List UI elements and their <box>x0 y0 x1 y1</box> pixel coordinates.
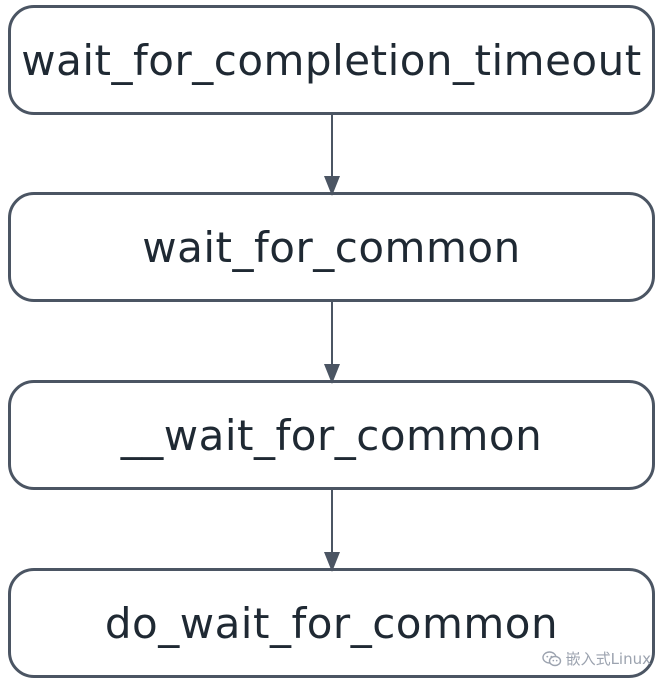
flow-node-wait-for-completion-timeout: wait_for_completion_timeout <box>8 5 655 115</box>
node-label: wait_for_common <box>142 222 521 272</box>
flow-node-do-wait-for-common: do_wait_for_common <box>8 568 655 678</box>
flow-node-wait-for-common: wait_for_common <box>8 192 655 302</box>
node-label: __wait_for_common <box>120 410 543 460</box>
wechat-icon <box>541 650 562 667</box>
watermark-text: 嵌入式Linux <box>565 650 651 668</box>
flow-node-underscore-wait-for-common: __wait_for_common <box>8 380 655 490</box>
node-label: do_wait_for_common <box>104 598 559 648</box>
watermark: 嵌入式Linux <box>541 648 651 669</box>
node-label: wait_for_completion_timeout <box>21 35 642 85</box>
